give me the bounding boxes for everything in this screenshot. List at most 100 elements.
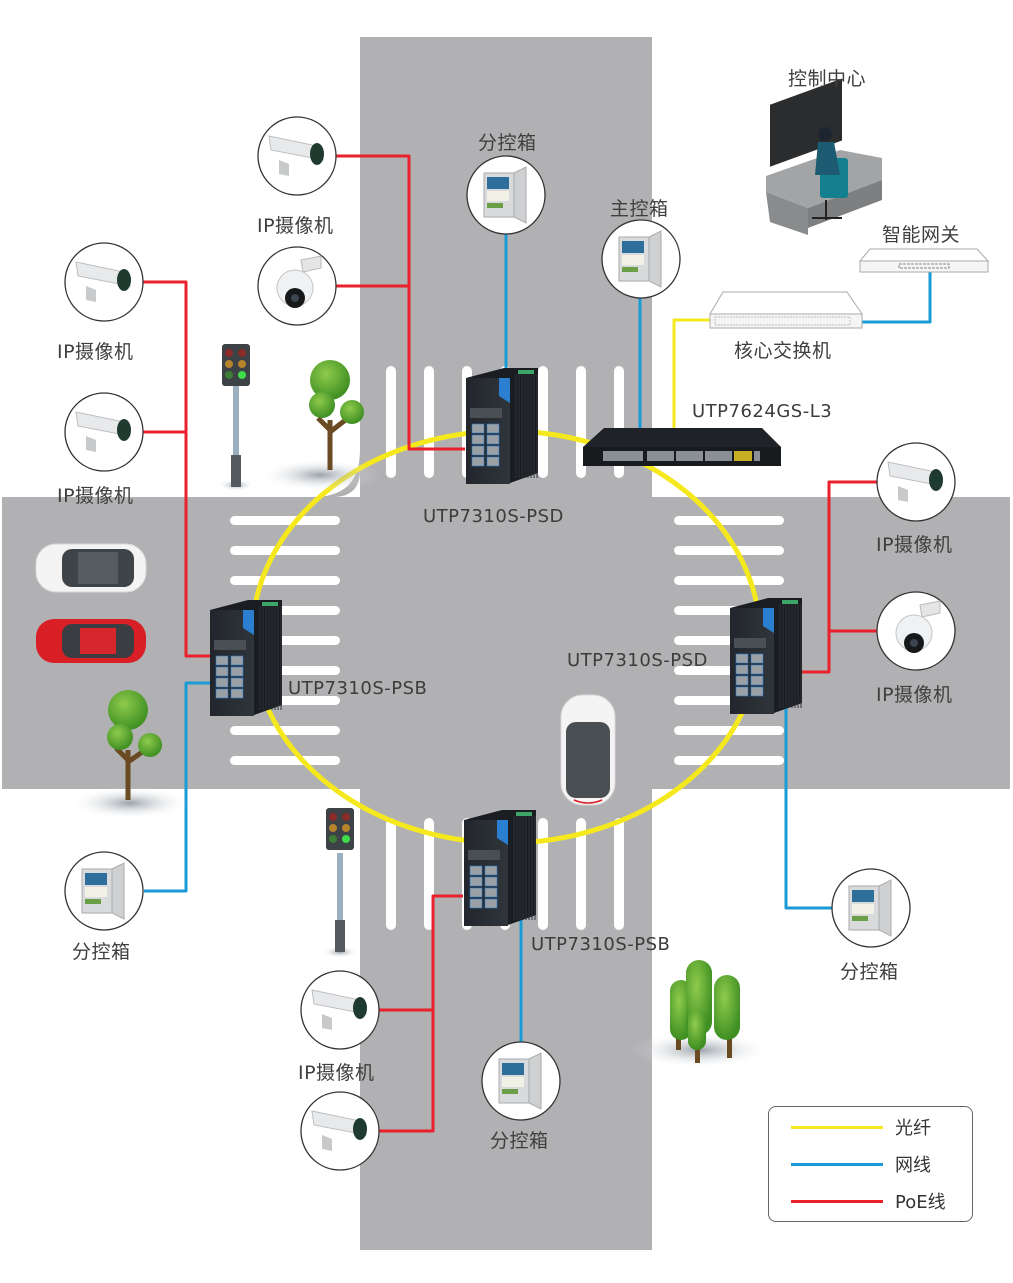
crosswalk-stripe — [386, 818, 396, 930]
sub-box-west-label: 分控箱 — [72, 941, 131, 963]
gateway-icon — [858, 248, 990, 273]
legend-label: 网线 — [895, 1155, 931, 1176]
curb-sw — [333, 789, 360, 816]
poe-east — [801, 480, 877, 674]
camera-north-2[interactable] — [257, 246, 337, 326]
curb-ne — [652, 470, 679, 497]
sub-box-east-label: 分控箱 — [840, 961, 899, 983]
legend: 光纤 网线 PoE线 — [768, 1106, 973, 1222]
camera-west-2[interactable] — [64, 392, 144, 472]
road-horizontal — [2, 497, 1010, 789]
poe-north — [336, 154, 465, 451]
curb-se — [652, 789, 679, 816]
control-box-icon — [483, 166, 527, 224]
poe-west — [143, 280, 211, 658]
camera-east-1[interactable] — [876, 442, 956, 522]
bullet-camera-icon — [311, 1110, 367, 1151]
cars — [35, 543, 616, 806]
crosswalk-stripe — [230, 576, 340, 585]
crosswalk-stripe — [674, 516, 784, 525]
crosswalk-stripe — [230, 516, 340, 525]
traffic-light-icon — [322, 808, 358, 958]
control-box-icon — [81, 862, 125, 920]
crosswalk-stripe — [538, 818, 548, 930]
curb-nw — [333, 470, 360, 497]
poe-lines — [143, 154, 877, 1133]
crosswalk-stripe — [674, 756, 784, 765]
gateway-label: 智能网关 — [882, 224, 961, 246]
switch-east-model: UTP7310S-PSD — [567, 650, 708, 671]
crosswalk-stripe — [674, 546, 784, 555]
industrial-switch-north[interactable] — [466, 368, 538, 484]
camera-north-1[interactable] — [257, 116, 337, 196]
control-box-icon — [618, 230, 662, 288]
camera-south-1[interactable] — [300, 970, 380, 1050]
bullet-camera-icon — [75, 411, 131, 452]
tree-icon — [309, 360, 364, 470]
camera-north-1-label: IP摄像机 — [257, 215, 334, 237]
control-box-icon — [848, 879, 892, 937]
core-switch-label: 核心交换机 — [734, 340, 832, 362]
industrial-switch-west[interactable] — [210, 600, 282, 716]
trees-cluster-icon — [670, 960, 740, 1063]
crosswalk-stripe — [230, 756, 340, 765]
industrial-switch-south[interactable] — [464, 810, 536, 926]
car-white-icon — [560, 694, 616, 806]
poe-south — [379, 894, 463, 1133]
crosswalk-stripe — [576, 818, 586, 930]
bullet-camera-icon — [268, 135, 324, 176]
sub-box-east[interactable] — [831, 868, 911, 948]
crosswalk-stripe — [230, 726, 340, 735]
industrial-switch-east[interactable] — [730, 598, 802, 714]
sub-box-north-label: 分控箱 — [478, 132, 537, 154]
sub-box-north[interactable] — [466, 155, 546, 235]
net-gateway — [860, 270, 932, 324]
switch-south-model: UTP7310S-PSB — [531, 934, 671, 955]
camera-east-1-label: IP摄像机 — [876, 534, 953, 556]
net-west-box — [144, 681, 211, 893]
car-red-icon — [36, 619, 146, 663]
main-box-label: 主控箱 — [610, 198, 669, 220]
net-east-box — [784, 703, 832, 910]
camera-south-2[interactable] — [300, 1091, 380, 1171]
tree-icon — [107, 690, 162, 800]
core-switch-device[interactable] — [583, 428, 781, 466]
legend-swatch-network — [791, 1162, 883, 1166]
legend-item-network: 网线 — [791, 1149, 931, 1179]
scenery — [70, 344, 770, 1068]
core-switch-outline-icon — [709, 291, 863, 329]
camera-east-2-label: IP摄像机 — [876, 684, 953, 706]
sub-box-south[interactable] — [481, 1041, 561, 1121]
legend-item-poe: PoE线 — [791, 1186, 946, 1216]
sub-box-west[interactable] — [64, 851, 144, 931]
fiber-link-core — [672, 318, 712, 434]
switch-west-model: UTP7310S-PSB — [288, 678, 428, 699]
control-center-label: 控制中心 — [788, 68, 867, 90]
camera-west-2-label: IP摄像机 — [57, 485, 134, 507]
legend-label: PoE线 — [895, 1192, 946, 1213]
control-box-icon — [498, 1052, 542, 1110]
camera-west-1-label: IP摄像机 — [57, 341, 134, 363]
crosswalk-stripe — [424, 366, 434, 478]
camera-west-1[interactable] — [64, 242, 144, 322]
legend-label: 光纤 — [895, 1118, 931, 1139]
dome-camera-icon — [276, 255, 322, 308]
core-switch-model: UTP7624GS-L3 — [692, 401, 833, 422]
sub-box-south-label: 分控箱 — [490, 1130, 549, 1152]
traffic-light-icon — [218, 344, 254, 491]
network-lines — [144, 232, 932, 1042]
legend-swatch-poe — [791, 1199, 883, 1203]
bullet-camera-icon — [887, 461, 943, 502]
camera-east-2[interactable] — [876, 591, 956, 671]
main-box[interactable] — [601, 219, 681, 299]
camera-south-1-label: IP摄像机 — [298, 1062, 375, 1084]
crosswalk-stripe — [614, 818, 624, 930]
dome-camera-icon — [895, 600, 941, 653]
bullet-camera-icon — [311, 989, 367, 1030]
legend-item-fiber: 光纤 — [791, 1112, 931, 1142]
car-white-icon — [35, 543, 147, 593]
switch-north-model: UTP7310S-PSD — [423, 506, 564, 527]
crosswalk-stripe — [674, 576, 784, 585]
legend-swatch-fiber — [791, 1125, 883, 1129]
